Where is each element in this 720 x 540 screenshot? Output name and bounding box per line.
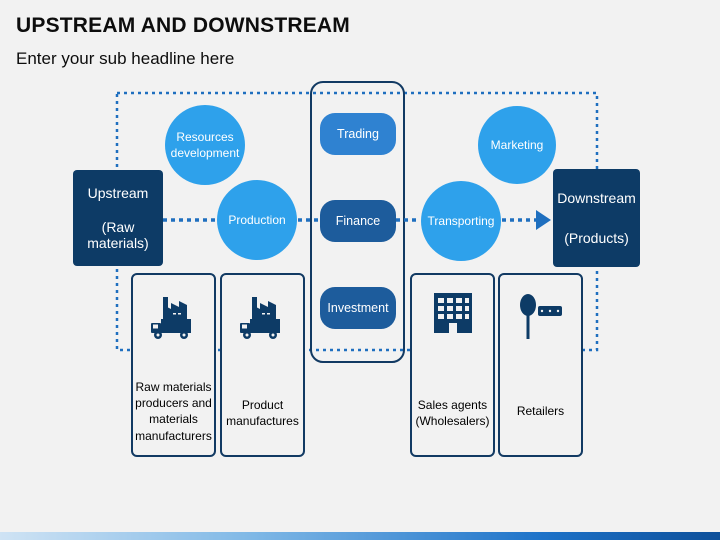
flow-arrowhead (536, 210, 551, 230)
card-raw-materials-producers: Raw materials producers and materials ma… (131, 273, 216, 457)
page-subtitle: Enter your sub headline here (16, 49, 235, 68)
downstream-box: Downstream (Products) (553, 169, 640, 267)
card2-line1: Product (241, 398, 284, 412)
card1-line4: manufacturers (135, 428, 212, 443)
upstream-box: Upstream (Raw materials) (73, 170, 163, 266)
bottom-accent-bar (0, 532, 720, 540)
card1-line3: materials (149, 412, 198, 427)
pill-investment: Investment (320, 287, 396, 329)
finance-label: Finance (335, 214, 381, 228)
card2-line2: manufactures (226, 414, 299, 429)
pill-trading: Trading (320, 113, 396, 155)
transporting-label: Transporting (427, 213, 495, 228)
card-retailers: Retailers (498, 273, 583, 457)
resources-label-line1: Resources (176, 129, 234, 144)
circle-transporting: Transporting (421, 181, 501, 261)
card4-line1: Retailers (516, 404, 565, 418)
marketing-label: Marketing (490, 137, 544, 152)
store-tree-icon (500, 291, 581, 341)
card1-line2: producers and (135, 396, 212, 411)
upstream-heading: Upstream (87, 185, 149, 201)
circle-resources-development: Resources development (165, 105, 245, 185)
card-product-manufactures: Product manufactures (220, 273, 305, 457)
card1-line1: Raw materials (135, 380, 212, 394)
center-column-outline (310, 81, 405, 363)
card3-line2: (Wholesalers) (415, 414, 490, 429)
resources-label-line2: development (170, 146, 240, 160)
trading-label: Trading (337, 127, 379, 141)
factory-truck-icon (133, 291, 214, 343)
downstream-detail: (Products) (564, 230, 629, 246)
upstream-detail-line2: materials) (87, 235, 149, 251)
factory-truck-icon (222, 291, 303, 343)
circle-marketing: Marketing (478, 106, 556, 184)
downstream-heading: Downstream (557, 190, 636, 206)
production-label: Production (228, 212, 286, 227)
pill-finance: Finance (320, 200, 396, 242)
investment-label: Investment (327, 301, 389, 315)
upstream-detail-line1: (Raw (101, 219, 135, 235)
card-sales-agents: Sales agents (Wholesalers) (410, 273, 495, 457)
circle-production: Production (217, 180, 297, 260)
building-icon (412, 291, 493, 337)
page-title: UPSTREAM AND DOWNSTREAM (16, 14, 350, 37)
card3-line1: Sales agents (417, 398, 488, 412)
